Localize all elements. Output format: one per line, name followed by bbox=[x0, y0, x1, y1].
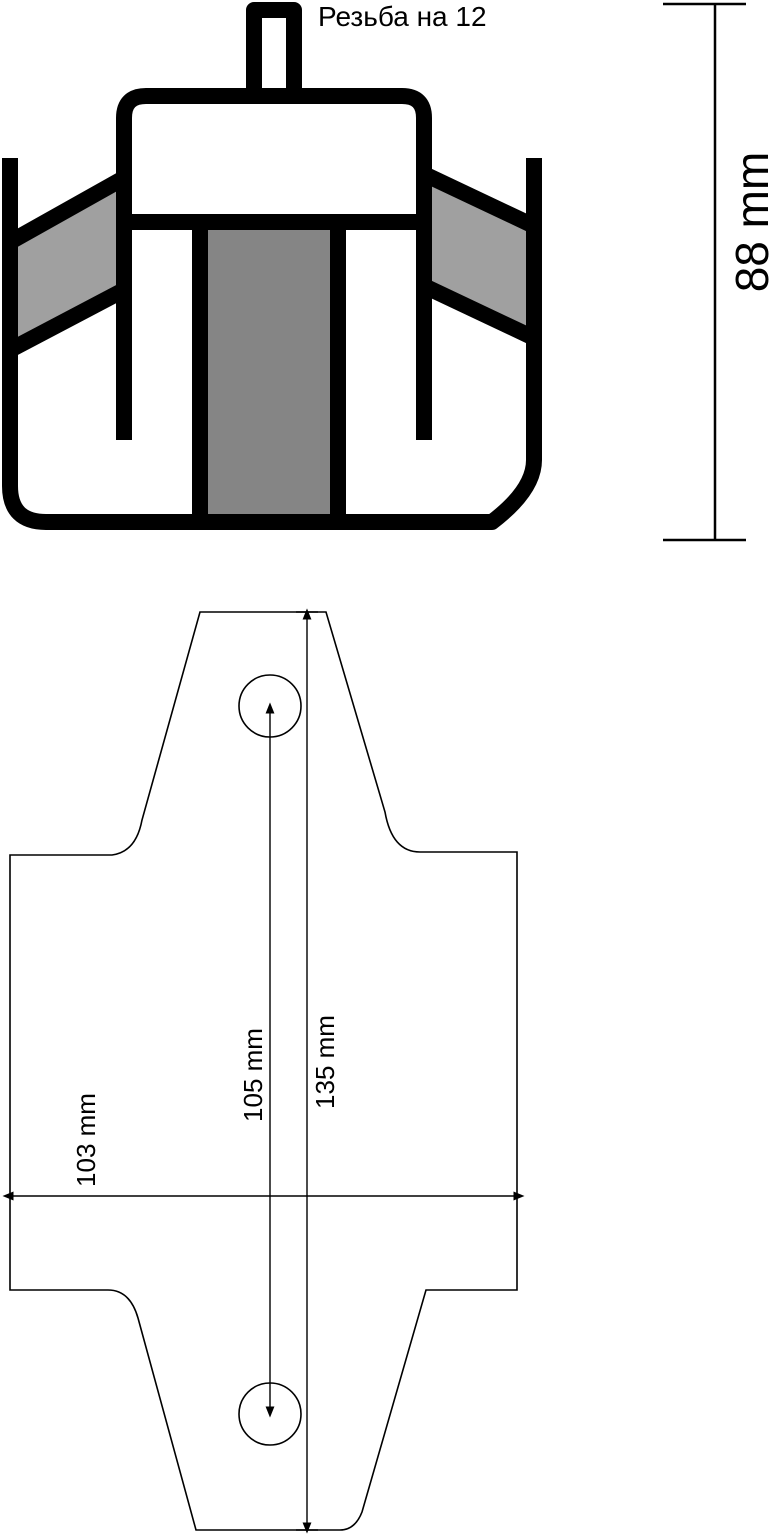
right-wing-upper bbox=[420, 166, 538, 234]
top-cap bbox=[116, 88, 432, 222]
height-dim-label: 88 mm bbox=[726, 152, 770, 293]
side-view: Резьба на 12 bbox=[2, 1, 542, 530]
right-wing-lower bbox=[420, 278, 538, 346]
side-view-outline bbox=[2, 2, 542, 530]
plan-outline bbox=[9, 611, 518, 1531]
length-dim-label: 135 mm bbox=[310, 1015, 340, 1109]
left-wing-lower bbox=[6, 282, 128, 358]
center-column-fill bbox=[200, 224, 338, 520]
threaded-stem bbox=[246, 2, 302, 92]
left-wing-upper bbox=[6, 171, 128, 249]
height-dimension bbox=[663, 2, 746, 542]
hole-spacing-dim-label: 105 mm bbox=[238, 1028, 268, 1122]
plan-dimensions bbox=[2, 608, 525, 1534]
thread-label: Резьба на 12 bbox=[318, 1, 487, 32]
width-dim-label: 103 mm bbox=[71, 1093, 101, 1187]
left-wing-fill bbox=[16, 184, 117, 350]
outer-body bbox=[2, 158, 542, 530]
